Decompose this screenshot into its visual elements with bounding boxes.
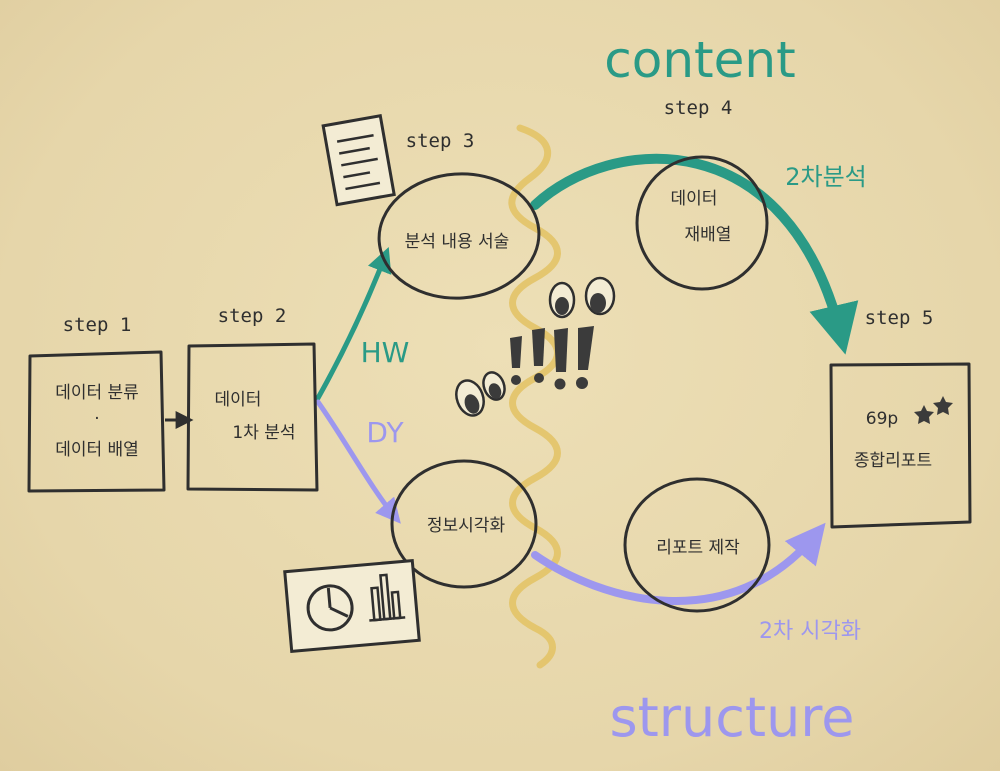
zigzag-divider xyxy=(508,124,561,669)
secondary-visualization-label: 2차 시각화 xyxy=(759,619,861,644)
eyes-and-exclamations xyxy=(455,276,616,417)
report-production-text: 리포트 제작 xyxy=(656,538,740,558)
secondary-visualization-arrow xyxy=(531,522,826,606)
document-icon xyxy=(321,114,396,207)
final-report-line2: 종합리포트 xyxy=(854,451,932,471)
step1-box xyxy=(27,350,166,493)
step1-label: step 1 xyxy=(63,314,132,336)
data-rearrange-line2: 재배열 xyxy=(685,225,732,245)
final-report-line1: 69p xyxy=(866,409,898,429)
step5-box xyxy=(829,362,972,529)
analysis-description-circle xyxy=(377,172,541,300)
step4-label: step 4 xyxy=(664,97,733,119)
info-visualization-text: 정보시각화 xyxy=(427,516,506,536)
dy-label: DY xyxy=(366,416,404,449)
content-heading: content xyxy=(604,31,795,89)
step3-label: step 3 xyxy=(406,130,475,152)
hw-label: HW xyxy=(361,336,410,369)
hw-arrow xyxy=(315,247,392,401)
step2-label: step 2 xyxy=(218,305,287,327)
primary-analysis-line1: 데이터 xyxy=(215,390,262,410)
data-rearrange-circle xyxy=(635,155,769,291)
stars-icon xyxy=(914,396,953,424)
report-production-circle xyxy=(623,477,771,613)
dy-arrow xyxy=(315,399,401,524)
analysis-description-text: 분석 내용 서술 xyxy=(405,232,510,252)
info-visualization-circle xyxy=(390,459,538,589)
dashboard-icon xyxy=(283,558,421,654)
step2-box xyxy=(186,342,319,492)
structure-heading: structure xyxy=(609,686,854,749)
data-classify-dot: · xyxy=(94,409,99,429)
primary-analysis-line2: 1차 분석 xyxy=(232,423,295,443)
secondary-analysis-label: 2차분석 xyxy=(785,163,867,191)
step5-label: step 5 xyxy=(865,307,934,329)
secondary-analysis-arrow xyxy=(530,153,859,355)
data-rearrange-line1: 데이터 xyxy=(671,189,718,209)
data-classify-line1: 데이터 분류 xyxy=(55,383,139,403)
data-classify-line2: 데이터 배열 xyxy=(55,440,139,460)
